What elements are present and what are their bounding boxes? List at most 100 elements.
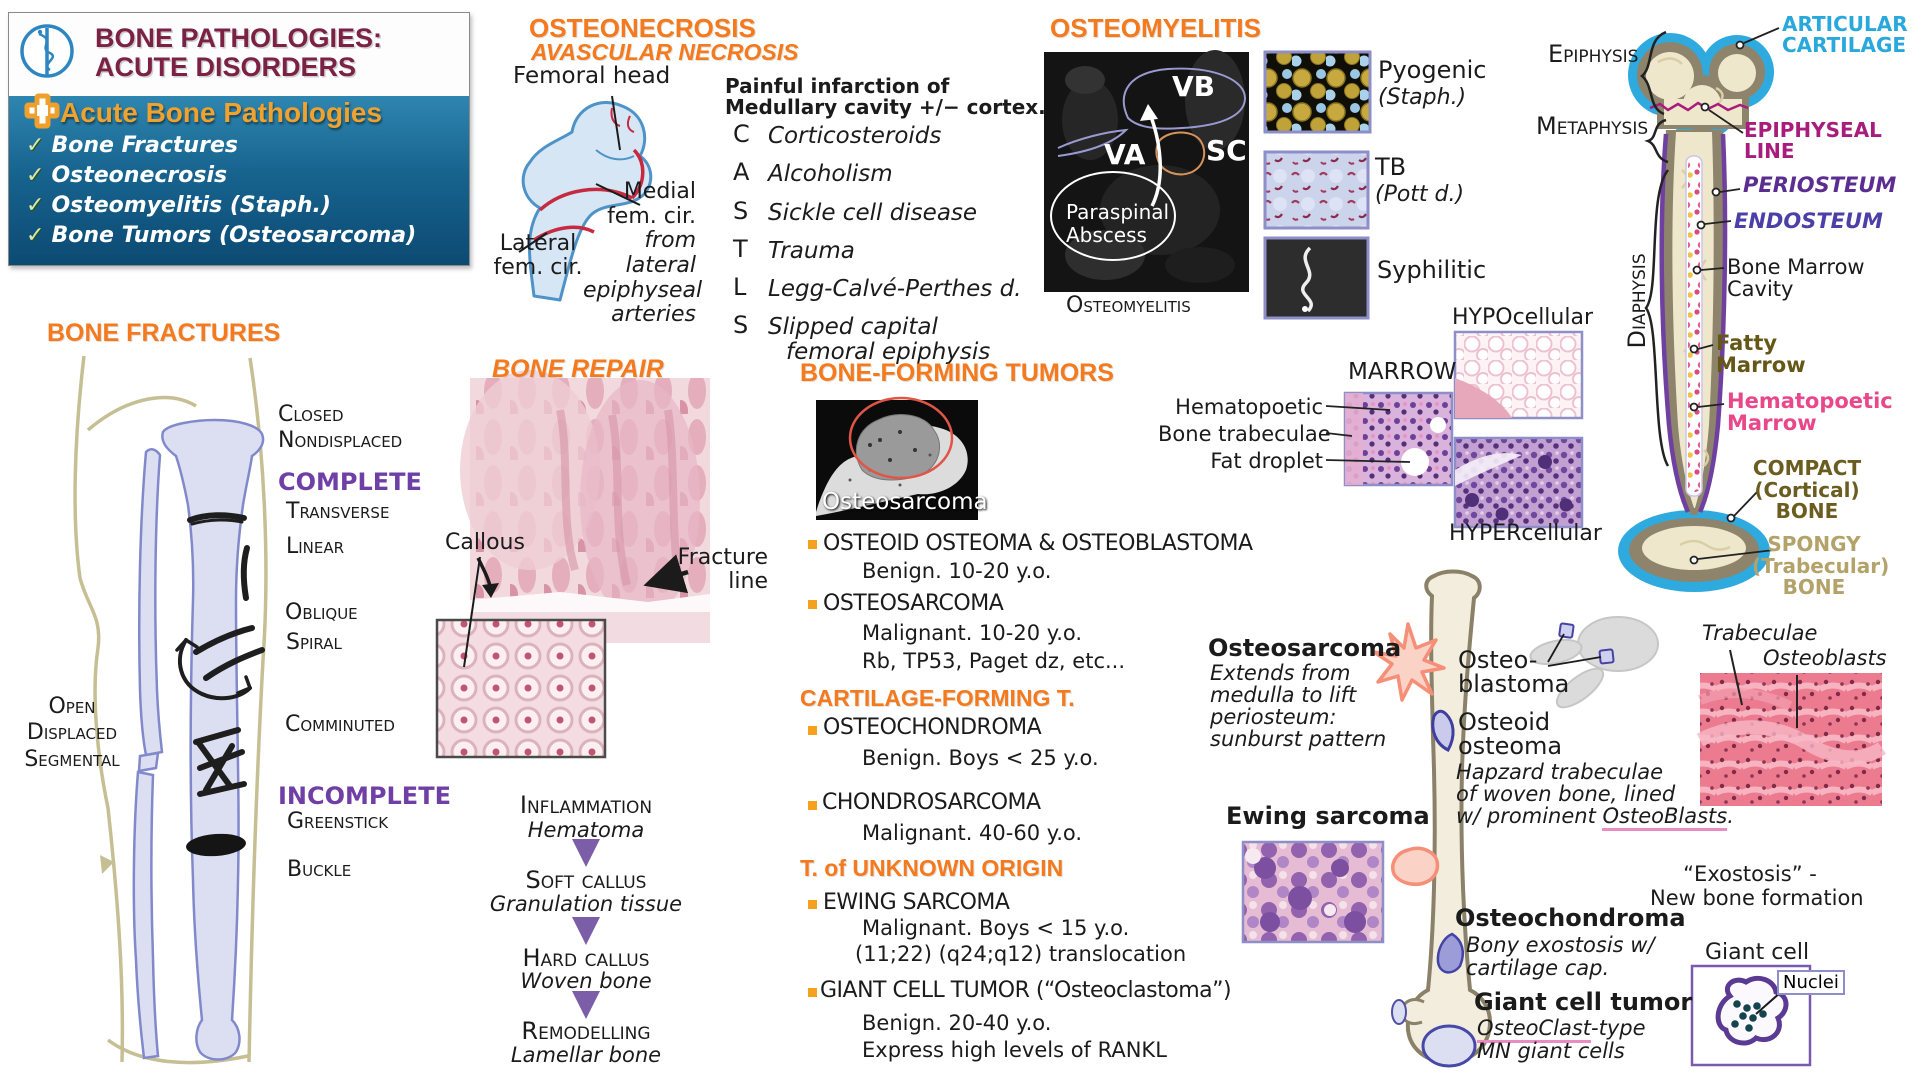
hypocellular-label: HYPOcellular — [1452, 305, 1594, 330]
check-icon: ✓ — [26, 163, 45, 188]
pyogenic-sub-label: (Staph.) — [1378, 85, 1467, 110]
long-bone-anatomy-illustration — [1618, 27, 1780, 592]
gct-desc-underlined: OsteoClast — [1477, 1016, 1592, 1043]
nuclei-text: Nuclei — [1783, 972, 1839, 993]
periosteum-label: PERIOSTEUM — [1743, 173, 1897, 197]
stage-remodelling: Remodelling — [521, 1017, 651, 1045]
marrow-annotation-fat: Fat droplet — [1210, 448, 1323, 473]
caduceus-logo-icon — [20, 24, 74, 78]
mnemonic-term-c: Corticosteroids — [768, 123, 942, 149]
bullet-icon — [808, 600, 817, 609]
fracture-complete-label: COMPLETE — [278, 468, 422, 496]
callous-label: Callous — [445, 530, 525, 555]
stage-inflammation-detail: Hematoma — [527, 818, 645, 842]
osteonecrosis-pain-line2: Medullary cavity +/− cortex. — [725, 95, 1046, 119]
articular-cartilage-label2: CARTILAGE — [1782, 33, 1907, 57]
tumor-ewing-line2: (11;22) (q24;q12) translocation — [855, 942, 1187, 966]
trabeculae-label: Trabeculae — [1702, 621, 1818, 645]
gct-desc-post: -type — [1591, 1016, 1646, 1040]
check-item-label: Osteonecrosis — [51, 163, 228, 188]
check-icon: ✓ — [26, 133, 45, 158]
exostosis-label: “Exostosis” - New bone formation — [1650, 862, 1864, 910]
page-title-line1: BONE PATHOLOGIES: — [95, 23, 383, 53]
compact-line3: BONE — [1775, 499, 1839, 524]
repair-heading: BONE REPAIR — [492, 355, 664, 383]
tumor-giant-cell-line2: Express high levels of RANKL — [862, 1038, 1167, 1062]
compact-line1: COMPACT — [1752, 456, 1862, 480]
pyogenic-micrograph — [1263, 50, 1372, 134]
osteoid-desc-3-pre: w/ prominent — [1456, 804, 1603, 828]
fracture-linear-label: Linear — [286, 534, 345, 559]
check-item-2: ✓ Osteomyelitis (Staph.) — [26, 194, 331, 218]
tb-micrograph — [1263, 150, 1370, 230]
epiphyseal-line-label1: EPIPHYSEAL — [1744, 118, 1882, 142]
osteosarcoma-desc-2: periosteum: — [1210, 705, 1337, 729]
metaphysis-label: Metaphysis — [1536, 112, 1649, 140]
osteoid-desc-3-post: . — [1727, 804, 1734, 828]
check-icon: ✓ — [26, 223, 45, 248]
epiphyseal-line-label2: LINE — [1744, 139, 1795, 163]
hypercellular-image — [1453, 436, 1584, 529]
mri-vb-label: VB — [1172, 70, 1216, 103]
osteoblastoma-label1: Osteo- — [1458, 646, 1538, 674]
mnemonic-letter-a: A — [733, 158, 750, 186]
mri-abscess-label2: Abscess — [1066, 223, 1147, 247]
bullet-icon — [808, 988, 817, 997]
mnemonic-term-s1: Sickle cell disease — [768, 200, 978, 226]
mri-va-label: VA — [1104, 138, 1146, 171]
endosteum-label: ENDOSTEUM — [1734, 209, 1883, 233]
tumor-osteosarcoma: OSTEOSARCOMA — [823, 591, 1004, 616]
hematopoetic-marrow-label2: Marrow — [1727, 411, 1817, 435]
check-item-3: ✓ Bone Tumors (Osteosarcoma) — [26, 224, 416, 248]
marrow-annotations: Hematopoetic Bone trabeculae Fat droplet — [1158, 394, 1331, 475]
tumor-giant-cell: GIANT CELL TUMOR (“Osteoclastoma”) — [820, 978, 1232, 1003]
osteoid-desc-2: of woven bone, lined — [1456, 782, 1676, 806]
tumor-giant-cell-line1: Benign. 20-40 y.o. — [862, 1011, 1052, 1035]
mri-caption: Osteomyelitis — [1066, 293, 1191, 318]
spongy-line1: SPONGY — [1767, 532, 1861, 556]
tumor-bone-illustration — [1372, 569, 1493, 1068]
pyogenic-label: Pyogenic — [1378, 56, 1487, 84]
fatty-marrow-label1: Fatty — [1716, 331, 1778, 355]
fractured-leg-illustration — [73, 355, 268, 1065]
bone-marrow-cavity-label1: Bone Marrow — [1727, 255, 1865, 279]
mri-sc-label: SC — [1206, 134, 1247, 167]
osteosarcoma-desc-1: medulla to lift — [1210, 683, 1357, 707]
osteochondroma-desc-1: Bony exostosis w/ — [1466, 933, 1655, 957]
bullet-icon — [808, 801, 817, 810]
tumor-chondrosarcoma: CHONDROSARCOMA — [822, 790, 1041, 815]
osteosarcoma-desc-0: Extends from — [1210, 661, 1351, 685]
mnemonic-term-a: Alcoholism — [768, 161, 893, 187]
header-blue-panel — [9, 96, 469, 265]
femoral-head-illustration — [518, 95, 653, 302]
nuclei-label: Nuclei — [1777, 970, 1845, 995]
check-item-1: ✓ Osteonecrosis — [26, 164, 227, 188]
bone-repair-histology-image — [435, 370, 710, 759]
fracture-incomplete-label: INCOMPLETE — [278, 782, 451, 810]
check-item-0: ✓ Bone Fractures — [26, 134, 238, 158]
hypocellular-image — [1453, 330, 1584, 420]
mnemonic-letter-c: C — [733, 120, 750, 148]
hematopoetic-marrow-label1: Hematopoetic — [1727, 389, 1893, 413]
osteonecrosis-heading: OSTEONECROSIS — [529, 13, 756, 43]
fracture-line-label: Fracture line — [640, 546, 768, 594]
page-title-line2: ACUTE DISORDERS — [95, 52, 357, 82]
stage-hard-callus: Hard callus — [522, 944, 650, 972]
tumor-osteosarcoma-line2: Rb, TP53, Paget dz, etc... — [862, 649, 1126, 673]
osteomyelitis-heading: OSTEOMYELITIS — [1050, 13, 1261, 43]
fatty-marrow-label2: Marrow — [1716, 353, 1806, 377]
mnemonic-term-s2-line2: femoral epiphysis — [786, 339, 991, 365]
bone-marrow-cavity-label2: Cavity — [1727, 277, 1794, 301]
check-item-label: Bone Tumors (Osteosarcoma) — [51, 223, 417, 248]
check-icon: ✓ — [26, 193, 45, 218]
fracture-nondisplaced-label: Nondisplaced — [278, 428, 403, 453]
ewing-illu-label: Ewing sarcoma — [1226, 802, 1430, 830]
fracture-open-label: Open — [48, 694, 96, 719]
medial-line: from — [644, 228, 696, 254]
medial-line: Medial — [623, 179, 696, 204]
check-item-label: Bone Fractures — [51, 133, 238, 158]
fracture-open-block: Open Displaced Segmental — [8, 694, 136, 773]
syphilitic-label: Syphilitic — [1377, 256, 1487, 284]
